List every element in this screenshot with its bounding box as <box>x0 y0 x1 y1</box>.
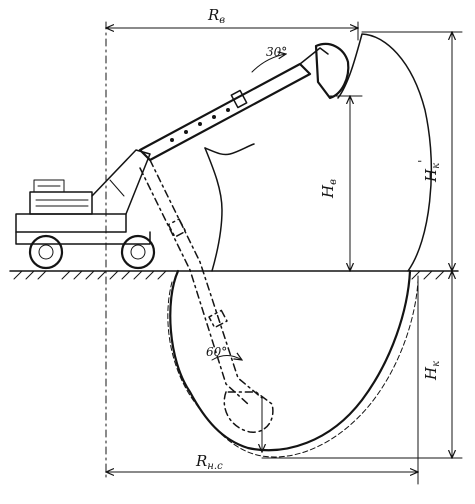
dimension-reach-below <box>106 275 418 485</box>
dimension-reach-digging <box>106 21 358 41</box>
excavator-machine <box>15 149 156 270</box>
unloading-envelope <box>204 33 432 272</box>
angle-arc-bottom <box>211 356 242 361</box>
dimension-height-max <box>361 32 463 271</box>
label-reach-digging: Rв <box>207 6 225 26</box>
label-depth: Hк <box>422 361 442 381</box>
wheel-rear <box>120 234 156 270</box>
boom-support <box>91 149 151 215</box>
boom-upper <box>138 42 350 162</box>
boom-lower <box>139 159 274 433</box>
bucket-lower <box>223 391 274 433</box>
boom-holes <box>170 108 230 142</box>
ground-hatching-left <box>13 270 167 280</box>
wheel-front <box>28 234 64 270</box>
label-angle-top: 30° <box>266 45 287 59</box>
label-height-max: Hк' <box>416 160 442 183</box>
chassis <box>15 231 151 245</box>
angle-arc-top <box>251 54 286 73</box>
bucket-upper <box>314 42 350 100</box>
label-reach-below: Rн.с <box>195 452 223 472</box>
dimension-height-unload <box>329 96 363 271</box>
ground-hatching-right <box>411 270 445 280</box>
cab <box>29 191 93 215</box>
dimension-depth <box>261 271 463 458</box>
label-angle-bottom: 60° <box>206 345 227 359</box>
digging-pit <box>167 269 419 458</box>
label-height-unload: Hв <box>319 179 339 199</box>
engine-housing <box>33 179 65 193</box>
ground <box>9 270 459 280</box>
machine-frame <box>15 213 127 233</box>
